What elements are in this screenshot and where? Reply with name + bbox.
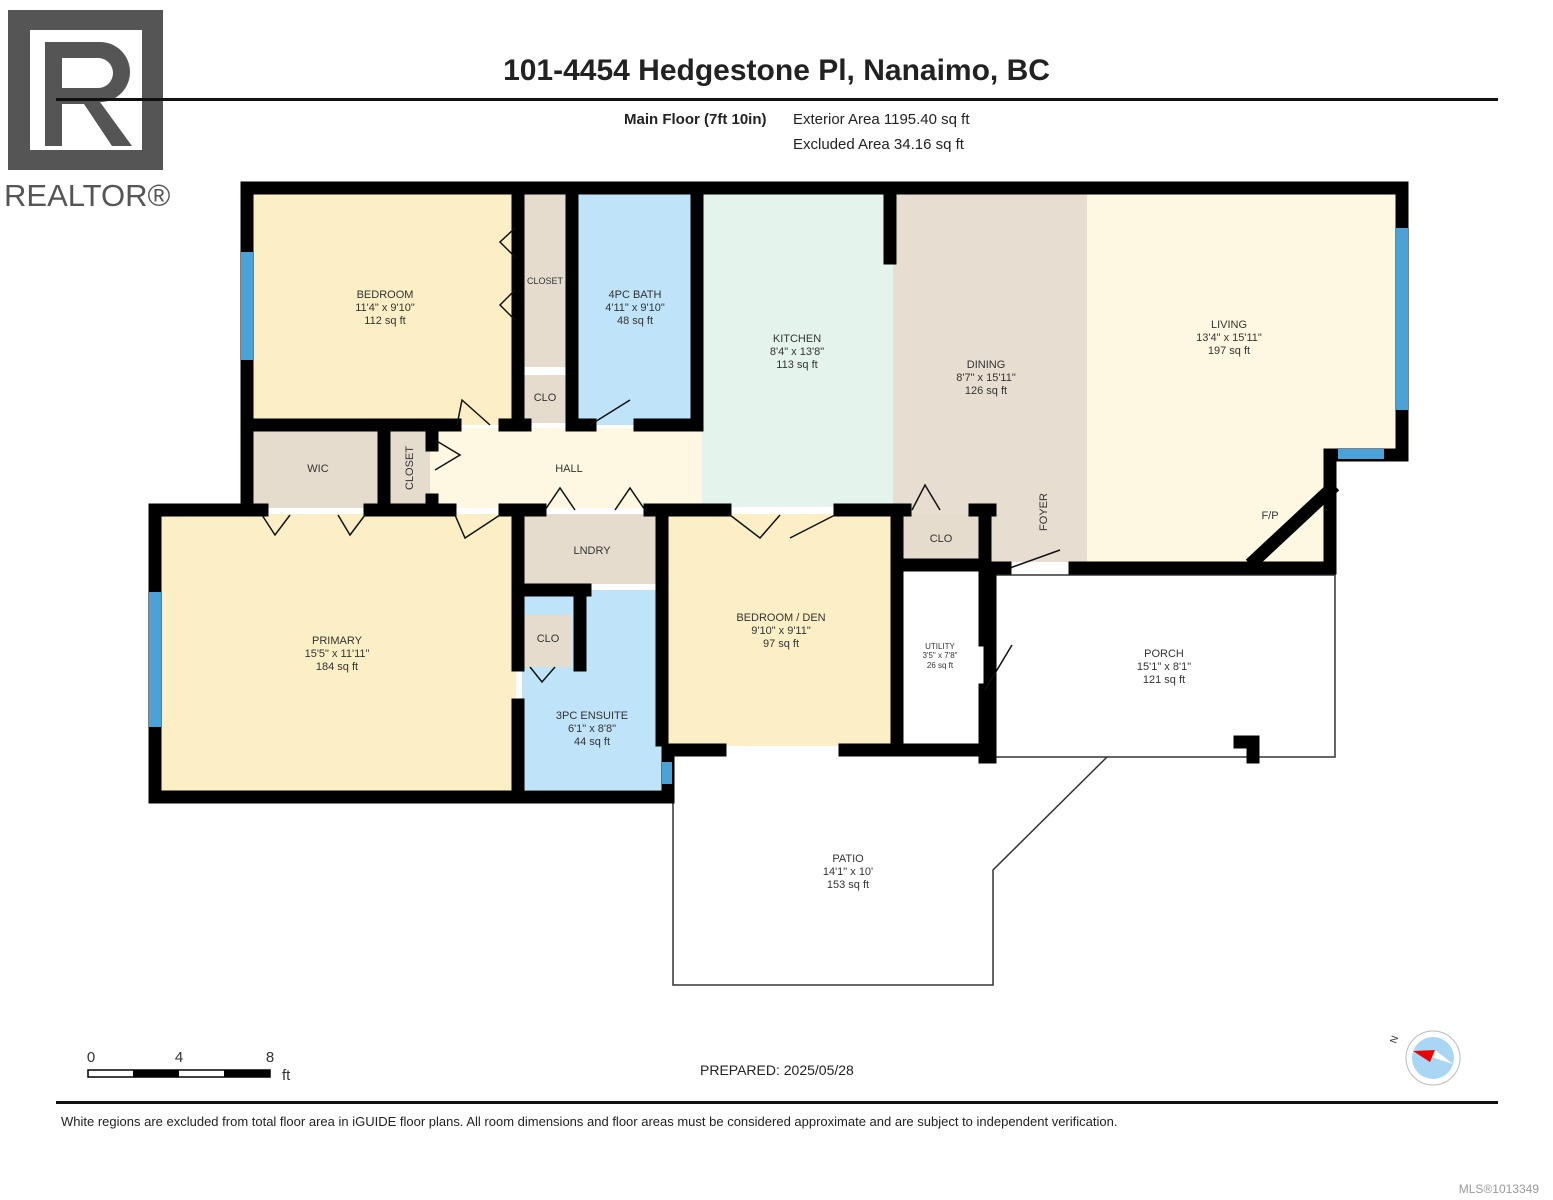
prepared-date: PREPARED: 2025/05/28 <box>700 1062 854 1078</box>
room-dims: 9'10" x 9'11" <box>751 625 811 637</box>
room-dims: 6'1" x 8'8" <box>568 723 616 735</box>
mls-number: MLS®1013349 <box>1458 1182 1539 1196</box>
room-name: LNDRY <box>573 545 611 557</box>
clo3-area <box>900 514 982 562</box>
dining-area <box>893 192 1087 562</box>
room-dims: 14'1" x 10' <box>823 866 873 878</box>
room-name: CLOSET <box>527 276 564 286</box>
window <box>1338 449 1384 459</box>
closet2-area <box>388 428 430 508</box>
room-dims: 8'4" x 13'8" <box>770 346 824 358</box>
room-area: 113 sq ft <box>776 359 817 371</box>
room-name: KITCHEN <box>773 333 821 345</box>
bedroom-area <box>250 192 518 425</box>
room-name: BEDROOM / DEN <box>736 612 825 624</box>
primary-area <box>158 514 516 792</box>
room-area: 48 sq ft <box>617 315 653 327</box>
kitchen-area <box>700 192 893 507</box>
hall-area <box>430 428 702 508</box>
room-name: HALL <box>555 463 583 475</box>
clo2-area <box>522 615 572 667</box>
windows <box>149 228 1408 784</box>
room-area: 121 sq ft <box>1143 674 1185 686</box>
room-dims: 11'4" x 9'10" <box>355 302 415 314</box>
title-divider <box>56 98 1498 101</box>
page-title: 101-4454 Hedgestone Pl, Nanaimo, BC <box>503 54 1050 87</box>
logo-text: REALTOR® <box>4 178 171 208</box>
exterior-area: Exterior Area 1195.40 sq ft <box>793 111 970 128</box>
room-name: 4PC BATH <box>609 289 662 301</box>
scale-tick: 0 <box>87 1049 95 1066</box>
room-area: 184 sq ft <box>316 661 358 673</box>
room-name: PORCH <box>1144 648 1184 660</box>
walls <box>148 181 1409 804</box>
room-name: CLO <box>534 392 557 404</box>
room-dims: 4'11" x 9'10" <box>605 302 665 314</box>
clo-area <box>522 375 568 423</box>
scale-tick: 8 <box>266 1049 274 1066</box>
room-name: BEDROOM <box>357 289 414 301</box>
room-dims: 15'1" x 8'1" <box>1137 661 1191 673</box>
realtor-logo: REALTOR® <box>0 8 180 213</box>
room-name: LIVING <box>1211 319 1247 331</box>
room-name: 3PC ENSUITE <box>556 710 628 722</box>
room-name: CLOSET <box>404 446 416 490</box>
doors <box>261 227 1061 691</box>
wic-area <box>250 428 382 508</box>
room-name: FOYER <box>1038 493 1050 531</box>
porch-outline <box>993 574 1336 758</box>
scale-unit: ft <box>282 1067 291 1084</box>
footer-divider <box>56 1101 1498 1104</box>
room-dims: 15'5" x 11'11" <box>305 648 370 660</box>
compass-icon: N <box>1388 1030 1461 1086</box>
room-name: PATIO <box>832 853 864 865</box>
window <box>1396 228 1408 410</box>
window <box>241 252 253 360</box>
closet-area <box>522 192 568 367</box>
room-area: 112 sq ft <box>364 315 405 327</box>
floor-name: Main Floor (7ft 10in) <box>624 111 767 128</box>
room-area: 126 sq ft <box>965 385 1007 397</box>
room-name: CLO <box>537 633 560 645</box>
room-fills <box>158 192 1395 792</box>
room-name: F/P <box>1261 510 1278 522</box>
room-area: 153 sq ft <box>827 879 869 891</box>
scale-bar: 0 4 8 ft <box>87 1049 291 1084</box>
living-lower-area <box>1087 440 1327 562</box>
room-area: 97 sq ft <box>763 638 799 650</box>
disclaimer: White regions are excluded from total fl… <box>61 1114 1118 1129</box>
room-area: 44 sq ft <box>574 736 610 748</box>
room-dims: 8'7" x 15'11" <box>956 372 1016 384</box>
room-name: PRIMARY <box>312 635 363 647</box>
room-name: UTILITY <box>925 642 955 651</box>
room-name: WIC <box>307 463 328 475</box>
excluded-area: Excluded Area 34.16 sq ft <box>793 136 964 153</box>
window <box>149 592 161 727</box>
room-name: DINING <box>967 359 1006 371</box>
room-name: CLO <box>930 533 953 545</box>
room-area: 197 sq ft <box>1208 345 1250 357</box>
bath-area <box>576 192 694 425</box>
window <box>662 762 672 784</box>
scale-tick: 4 <box>175 1049 183 1066</box>
living-area <box>1087 192 1395 448</box>
room-dims: 3'5" x 7'8" <box>923 651 958 660</box>
compass-label: N <box>1388 1034 1401 1045</box>
room-dims: 13'4" x 15'11" <box>1196 332 1262 344</box>
room-area: 26 sq ft <box>927 661 954 670</box>
lndry-area <box>522 514 662 584</box>
den-area <box>666 514 894 746</box>
patio-outline <box>672 756 1108 986</box>
